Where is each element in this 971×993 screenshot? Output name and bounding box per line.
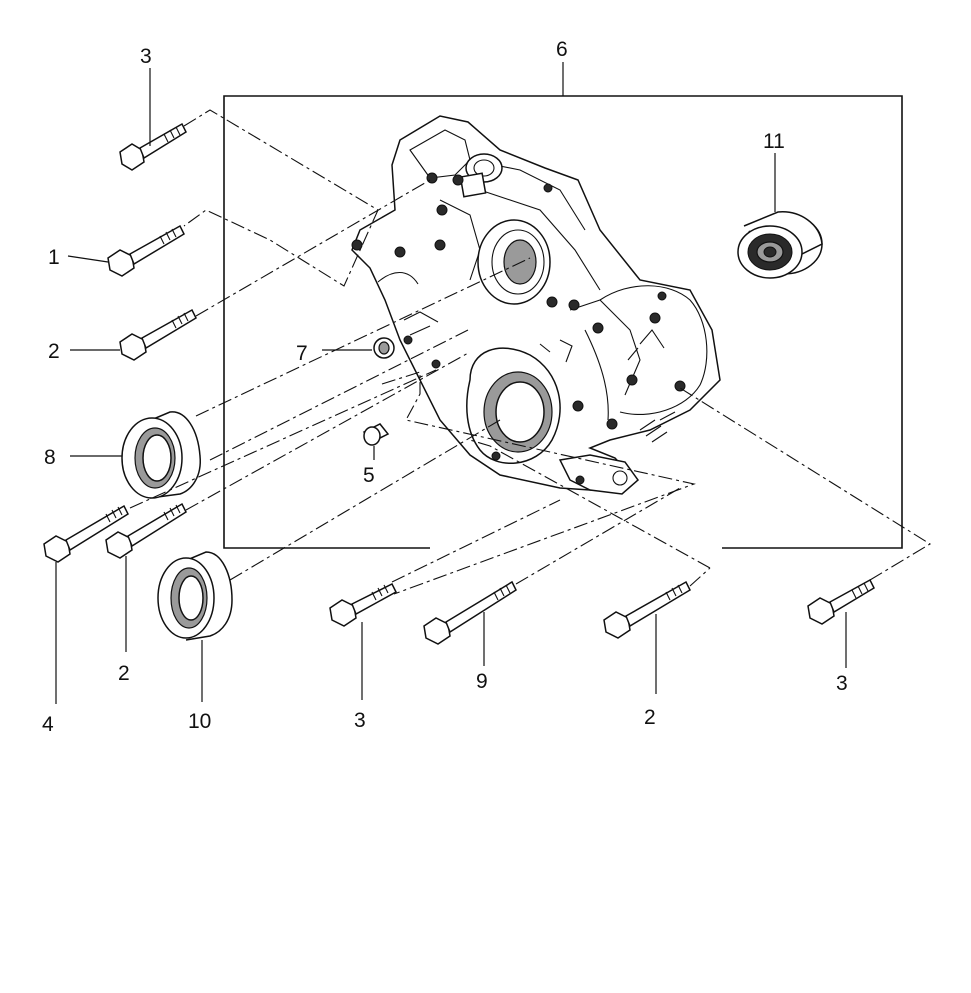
callout-9: 9: [476, 670, 488, 693]
bolt-4: [44, 506, 128, 704]
callout-1: 1: [48, 246, 60, 269]
callout-10: 10: [188, 710, 211, 733]
oil-seal-upper: [70, 412, 200, 498]
front-cover-housing: [352, 116, 720, 494]
oil-seal-lower: [158, 552, 232, 702]
callout-2-bottom-right: 2: [644, 706, 656, 729]
bolt-2-bottom-right: [604, 582, 690, 694]
bolt-2-bottom-left: [106, 504, 186, 652]
callout-3-bottom: 3: [354, 709, 366, 732]
bolt-9: [424, 582, 516, 666]
bolt-3-bottom: [330, 584, 396, 700]
callout-2-left: 2: [48, 340, 60, 363]
bolt-3-top: [120, 68, 186, 170]
housing-frame: [223, 62, 903, 549]
callout-3-right: 3: [836, 672, 848, 695]
dowel-pin: [364, 424, 388, 460]
callout-7: 7: [296, 342, 308, 365]
callout-3-top: 3: [140, 45, 152, 68]
callout-labels: 6 11 3 1 2 7 8 5 4 2 10 3 9 2 3: [42, 38, 848, 736]
assembly-lines: [129, 109, 932, 595]
callout-2-bottom-left: 2: [118, 662, 130, 685]
callout-6: 6: [556, 38, 568, 61]
bolt-1: [68, 226, 184, 276]
callout-11: 11: [763, 130, 785, 153]
bolt-2-left: [70, 310, 196, 360]
idler-pulley: [738, 153, 822, 278]
bolt-3-right: [808, 580, 874, 668]
bush: [322, 338, 394, 358]
callout-8: 8: [44, 446, 56, 469]
callout-4: 4: [42, 713, 54, 736]
callout-5: 5: [363, 464, 375, 487]
